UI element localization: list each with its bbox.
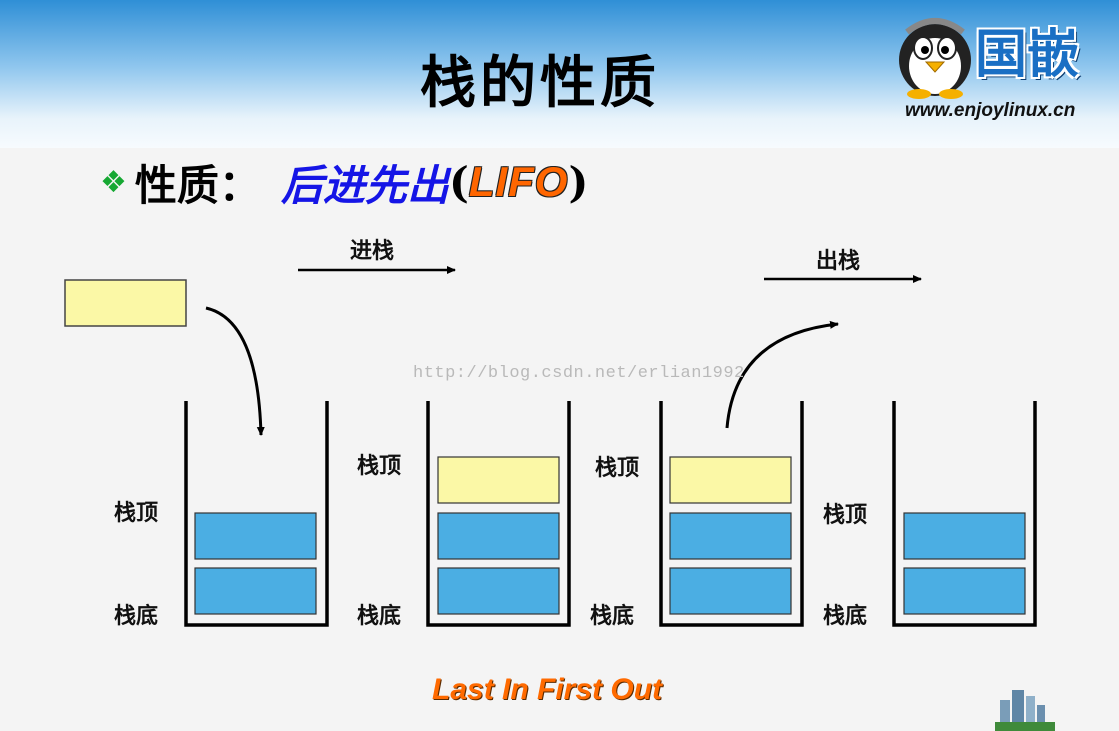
building-decoration-icon [995, 690, 1055, 731]
slide-title: 栈的性质 [420, 50, 660, 116]
open-paren: ( [448, 157, 469, 207]
diamond-bullet-icon: ❖ [100, 164, 127, 200]
stack-top-label-2: 栈顶 [357, 453, 402, 479]
stack-block-new [669, 456, 792, 504]
penguin-logo-icon [899, 18, 971, 99]
subtitle-colon: ： [218, 160, 261, 210]
subtitle-line: ❖ 性质 ： 后进先出 ( LIFO ) [100, 152, 588, 212]
stack-block [194, 512, 317, 560]
pop-curve-arrow [725, 320, 839, 429]
stack-container-4 [892, 401, 1037, 627]
stack-top-label-4: 栈顶 [823, 502, 868, 528]
stack-top-label-3: 栈顶 [595, 455, 640, 481]
stack-block [903, 567, 1026, 615]
site-url: www.enjoylinux.cn [905, 100, 1076, 121]
stack-block [194, 567, 317, 615]
stack-block [437, 567, 560, 615]
watermark: http://blog.csdn.net/erlian1992 [413, 364, 745, 383]
footer-caption: Last In First Out [432, 673, 663, 706]
stack-top-label-1: 栈顶 [114, 500, 159, 526]
lifo-acronym: LIFO [468, 158, 569, 205]
close-paren: ) [568, 157, 589, 207]
stack-container-3 [659, 401, 804, 627]
stack-bottom-label-4: 栈底 [823, 603, 868, 629]
push-label: 进栈 [350, 238, 395, 264]
stack-bottom-label-2: 栈底 [357, 603, 402, 629]
stack-block [669, 567, 792, 615]
stack-block [437, 512, 560, 560]
push-curve-arrow [205, 306, 265, 436]
subtitle-label: 性质 [134, 160, 219, 210]
stack-bottom-label-3: 栈底 [590, 603, 635, 629]
stack-bottom-label-1: 栈底 [114, 603, 159, 629]
brand-logo-text: 国嵌 [975, 25, 1080, 85]
stack-block [903, 512, 1026, 560]
stack-block-new [437, 456, 560, 504]
stack-block [669, 512, 792, 560]
incoming-element [64, 279, 187, 327]
stack-container-2 [426, 401, 571, 627]
pop-label: 出栈 [816, 248, 861, 274]
stack-container-1 [184, 401, 329, 627]
subtitle-value: 后进先出 [280, 160, 449, 210]
